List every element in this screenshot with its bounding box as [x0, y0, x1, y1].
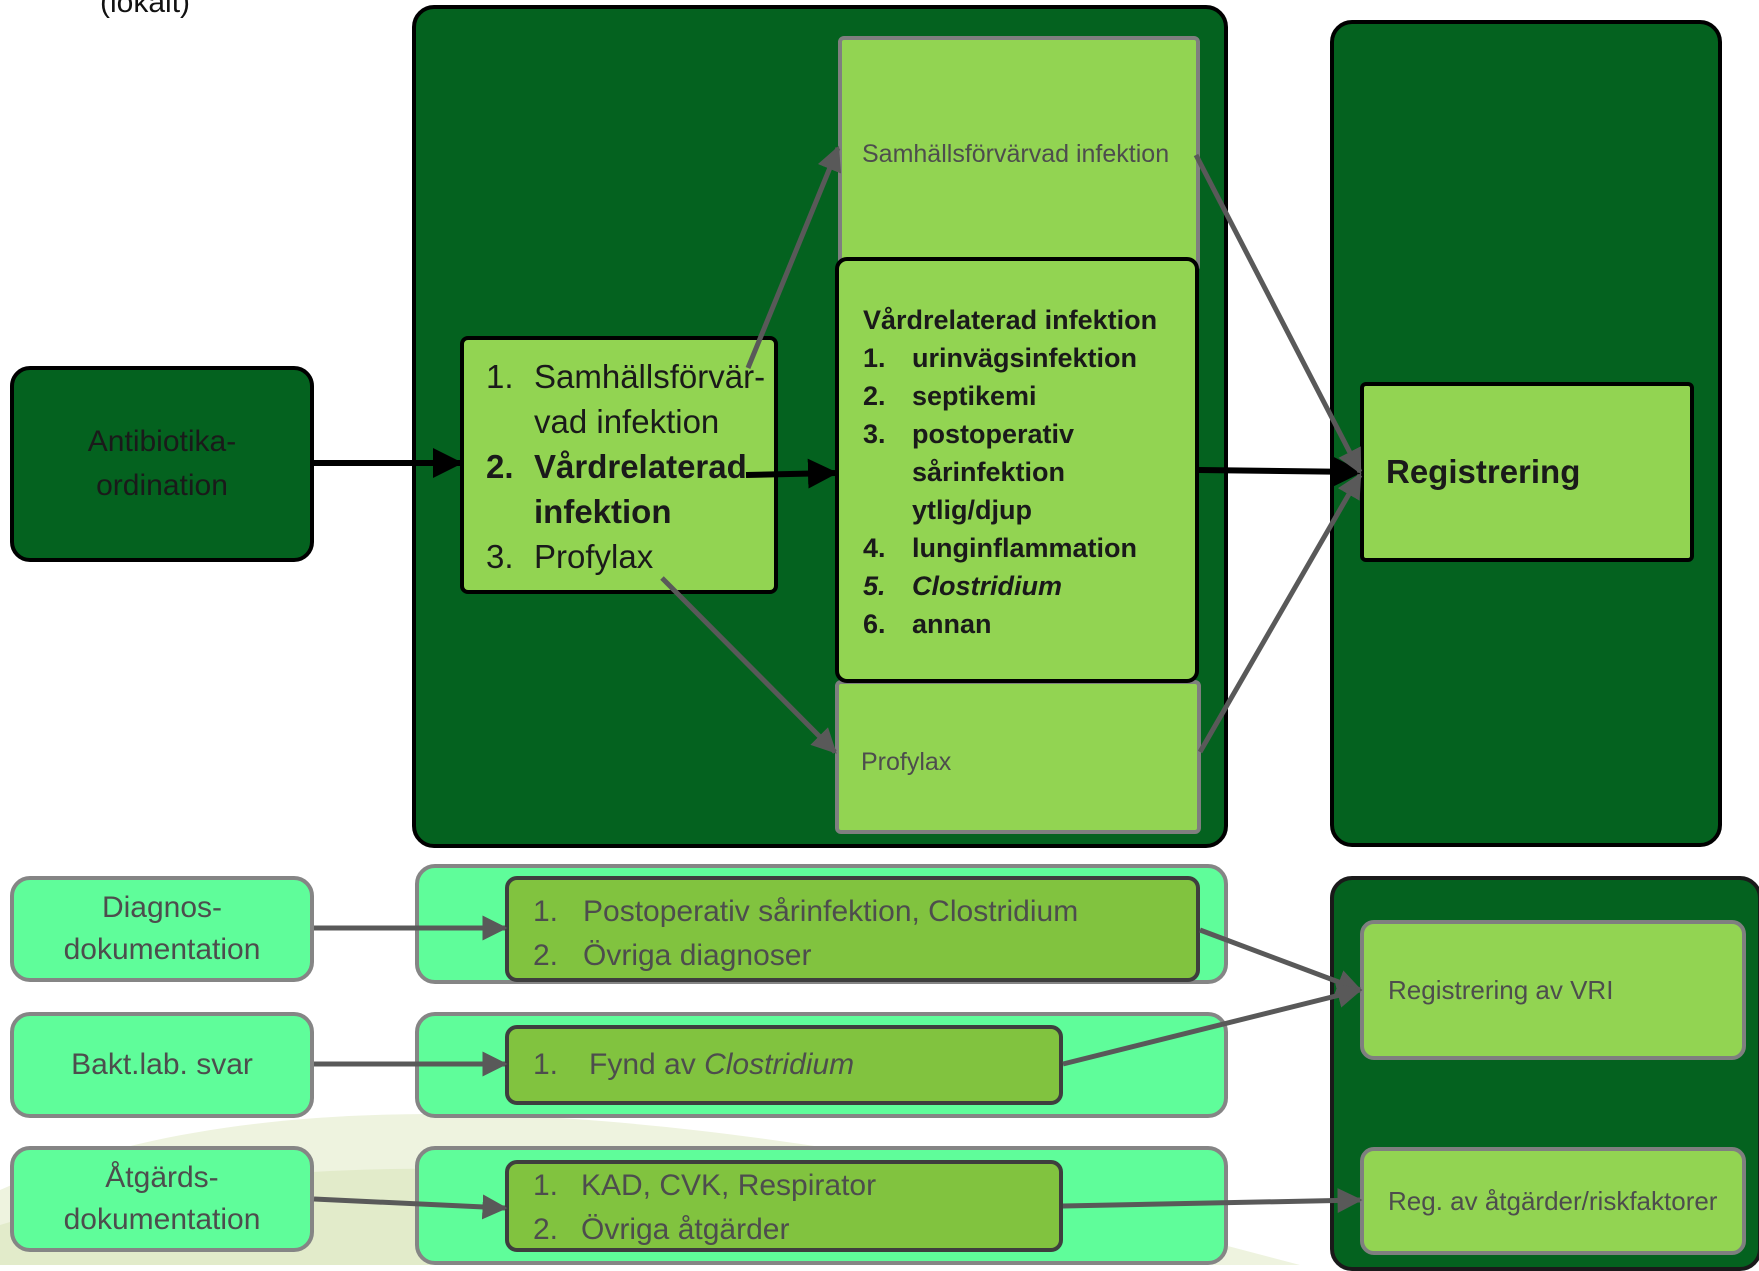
item-number: 3. — [486, 538, 514, 575]
samhallsforvarvad-box: Samhällsförvärvad infektion — [838, 36, 1200, 272]
vri-item-septikemi: 2. septikemi — [863, 381, 1037, 411]
vardrelaterad-box: Vårdrelaterad infektion 1. urinvägsinfek… — [835, 257, 1199, 683]
registrering-box: Registrering — [1360, 382, 1694, 562]
bakt-lab-svar-box: Bakt.lab. svar — [10, 1012, 314, 1118]
diagnos-item: 1. Postoperativ sårinfektion, Clostridiu… — [533, 895, 1079, 928]
vri-item-postoperativ: 3. postoperativ sårinfektion ytlig/djup — [863, 419, 1075, 525]
fynd-box: 1. Fynd av Clostridium — [505, 1025, 1063, 1105]
indication-item-samhall: 1. Samhällsförvär- vad infektion — [486, 354, 766, 444]
profylax-label: Profylax — [861, 748, 952, 776]
vri-item-clostridium: 5. Clostridium — [863, 571, 1063, 601]
item-text: Profylax — [534, 538, 654, 575]
atgard-list-box: 1. KAD, CVK, Respirator 2. Övriga åtgärd… — [505, 1160, 1063, 1252]
reg-atgarder-box: Reg. av åtgärder/riskfaktorer — [1360, 1147, 1746, 1255]
antibiotika-line2: ordination — [96, 469, 228, 502]
indication-item-vardrelaterad: 2. Vårdrelaterad infektion — [486, 444, 764, 534]
indication-item-profylax: 3. Profylax — [486, 534, 764, 579]
item-number: 2. — [486, 448, 514, 485]
vri-item-urinvag: 1. urinvägsinfektion — [863, 343, 1138, 373]
atgard-item: 2. Övriga åtgärder — [533, 1213, 790, 1246]
registrering-label: Registrering — [1386, 453, 1581, 490]
diagnos-dokumentation-box: Diagnos- dokumentation — [10, 876, 314, 982]
indication-box: 1. Samhällsförvär- vad infektion 2. Vård… — [460, 336, 778, 594]
vri-item-lunginflammation: 4. lunginflammation — [863, 533, 1137, 563]
antibiotika-line1: Antibiotika- — [87, 425, 237, 458]
profylax-box: Profylax — [835, 680, 1201, 834]
item-number: 1. — [486, 358, 514, 395]
atgard-item: 1. KAD, CVK, Respirator — [533, 1169, 877, 1202]
item-text: Samhällsförvär- vad infektion — [534, 358, 766, 440]
antibiotika-ordination-box: Antibiotika- ordination — [10, 366, 314, 562]
vri-type-list: 1. urinvägsinfektion 2. septikemi 3. pos… — [863, 339, 1185, 643]
samhallsforvarvad-label: Samhällsförvärvad infektion — [862, 140, 1170, 168]
vri-item-annan: 6. annan — [863, 609, 992, 639]
atgards-dokumentation-box: Åtgärds- dokumentation — [10, 1146, 314, 1252]
registrering-av-vri-box: Registrering av VRI — [1360, 920, 1746, 1060]
item-text: Vårdrelaterad infektion — [534, 448, 747, 530]
top-left-text-fragment: (lokalt) — [100, 0, 191, 19]
diagnos-list-box: 1. Postoperativ sårinfektion, Clostridiu… — [505, 876, 1200, 982]
indication-list: 1. Samhällsförvär- vad infektion 2. Vård… — [486, 354, 766, 579]
diagnos-item: 2. Övriga diagnoser — [533, 939, 812, 972]
vardrelaterad-title: Vårdrelaterad infektion — [863, 305, 1158, 335]
